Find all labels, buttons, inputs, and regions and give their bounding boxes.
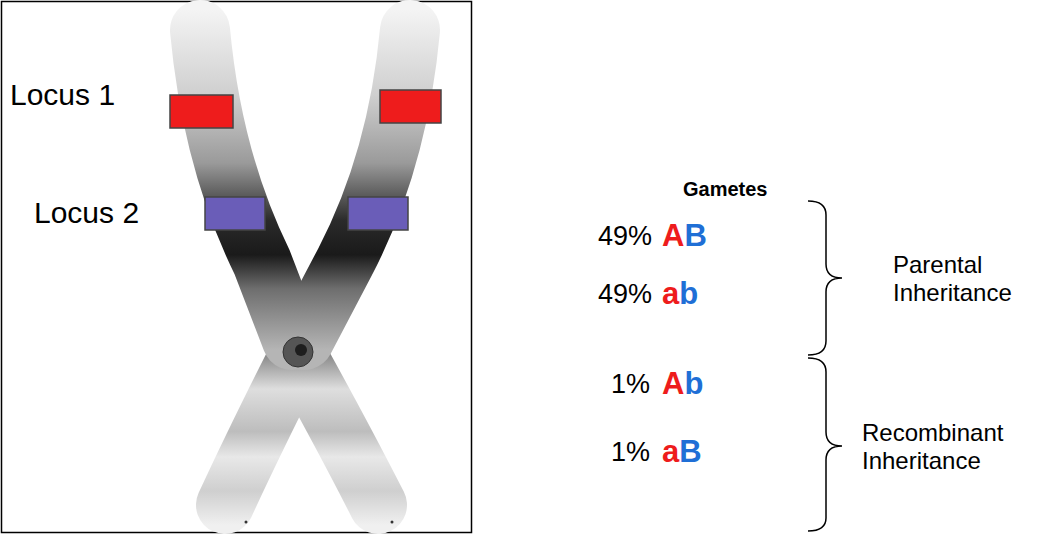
allele-letter: a [662, 276, 679, 311]
gamete-frequency: 1% [611, 437, 650, 468]
locus2-marker-left [205, 197, 265, 230]
lower-right-arm [298, 355, 378, 505]
dot [245, 521, 248, 524]
locus1-marker-right [380, 90, 441, 123]
gamete-frequency: 49% [598, 279, 652, 310]
column-heading: Gametes [683, 178, 768, 201]
locus-label: Locus 1 [10, 78, 115, 113]
allele-letter: A [662, 366, 684, 401]
allele-letter: A [662, 218, 684, 253]
bracket-label: Parental Inheritance [893, 251, 1043, 306]
centromere [283, 337, 313, 367]
locus1-marker-left [170, 95, 233, 128]
gamete-genotype: ab [662, 276, 698, 312]
gamete-genotype: aB [662, 434, 702, 470]
allele-letter: b [684, 366, 703, 401]
figure-frame [2, 2, 472, 533]
allele-letter: b [679, 276, 698, 311]
allele-letter: a [662, 434, 679, 469]
recombinant-bracket [808, 358, 842, 531]
centromere-core [295, 344, 307, 356]
allele-letter: B [679, 434, 701, 469]
allele-letter: B [684, 218, 706, 253]
gamete-genotype: Ab [662, 366, 703, 402]
locus2-marker-right [348, 197, 408, 230]
dot [391, 521, 394, 524]
upper-left-arm [200, 30, 292, 340]
gamete-frequency: 1% [611, 369, 650, 400]
gamete-genotype: AB [662, 218, 707, 254]
parental-bracket [808, 201, 842, 355]
gamete-frequency: 49% [598, 221, 652, 252]
locus-label: Locus 2 [34, 196, 139, 231]
bracket-label: Recombinant Inheritance [862, 419, 1052, 474]
upper-right-arm [304, 30, 410, 340]
